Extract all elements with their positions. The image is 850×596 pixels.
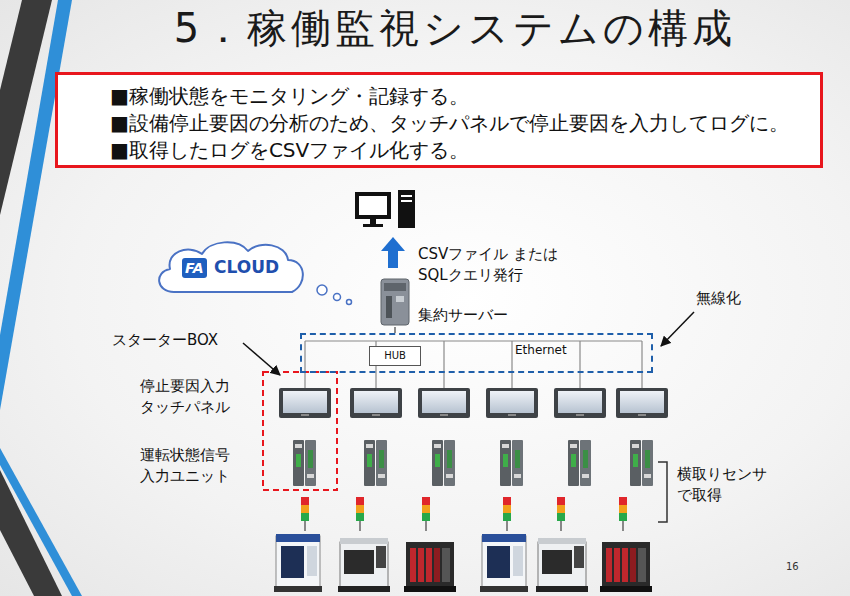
touch-panel	[554, 388, 606, 418]
drop-line	[304, 341, 305, 388]
starter-box-outline	[263, 372, 337, 490]
callout-arrow	[661, 312, 694, 346]
page-number: 16	[786, 561, 816, 573]
signal-tower	[557, 497, 565, 531]
node-text: ■取得したログをCSVファイル化する。	[110, 137, 469, 163]
bus-line	[305, 340, 642, 341]
node-text: ■設備停止要因の分析のため、タッチパネルで停止要因を入力してログに。	[110, 110, 789, 136]
touch-panel	[418, 388, 470, 418]
plc-rack	[404, 542, 456, 592]
node-text: FA	[182, 258, 207, 278]
monitor	[357, 194, 389, 217]
cloud-shape	[159, 242, 303, 292]
drop-line	[641, 341, 642, 388]
node-text: CLOUD	[214, 257, 279, 277]
drop-line	[511, 341, 512, 388]
bracket	[658, 462, 667, 522]
signal-tower	[301, 497, 309, 531]
row-label: 停止要因入力 タッチパネル	[140, 376, 252, 418]
drive-slot	[401, 200, 412, 202]
server-device	[381, 279, 409, 325]
plc-rack	[600, 542, 652, 592]
node-text: ■稼働状態をモニタリング・記録する。	[110, 83, 469, 109]
input-unit	[630, 440, 653, 486]
server-port	[386, 296, 392, 318]
input-unit	[293, 440, 316, 486]
input-unit	[432, 440, 455, 486]
row-label: 運転状態信号 入力ユニット	[140, 445, 252, 487]
callout-text: スターターBOX	[112, 330, 252, 351]
network-cable	[394, 327, 396, 333]
slide-title: 5．稼働監視システムの構成	[60, 2, 850, 54]
bubble	[334, 294, 341, 301]
signal-tower	[356, 497, 364, 531]
node-text: HUB	[370, 348, 420, 364]
drop-line	[443, 341, 444, 388]
input-unit	[364, 440, 387, 486]
arrow-head	[381, 237, 405, 251]
pc-tower	[398, 190, 415, 228]
monitor-stand	[370, 219, 376, 224]
data-output-note: CSVファイル または SQLクエリ発行	[418, 244, 608, 286]
server-port	[396, 296, 404, 302]
touch-panel	[616, 388, 668, 418]
arrow-shaft	[388, 250, 398, 268]
stripe-blue	[0, 0, 72, 410]
node-text: Ethernet	[515, 342, 567, 358]
bubble	[347, 300, 352, 305]
upload-arrow	[381, 237, 405, 268]
machining-center	[274, 534, 322, 592]
signal-tower	[619, 497, 627, 531]
stripe-blue	[0, 448, 82, 596]
stripe-dark	[0, 470, 62, 596]
monitor-base	[363, 224, 383, 227]
node-text: 集約サーバー	[418, 305, 508, 325]
input-unit	[500, 440, 523, 486]
callout-text: 無線化	[696, 288, 766, 309]
signal-tower	[503, 497, 511, 531]
server-box: 集約サーバー	[378, 280, 508, 327]
touch-panel	[350, 388, 402, 418]
server-body	[381, 279, 409, 325]
lathe-machine	[536, 538, 588, 592]
lan-wiring	[305, 341, 642, 388]
ethernet-band: Ethernet HUB	[300, 333, 653, 373]
machining-center	[480, 534, 528, 592]
server-top	[384, 283, 406, 291]
callout-arrow	[243, 343, 280, 375]
hub-box: HUB	[369, 346, 421, 366]
input-unit	[568, 440, 591, 486]
equipment-row	[274, 388, 668, 592]
touch-panel	[486, 388, 538, 418]
cloud-box: FA CLOUD	[152, 236, 310, 298]
bracket-note: 横取りセンサ で取得	[677, 464, 787, 506]
drop-line	[579, 341, 580, 388]
drive-slot	[401, 195, 412, 197]
pc-icon	[357, 190, 415, 228]
touch-panel	[279, 388, 331, 418]
lathe-machine	[338, 538, 390, 592]
bubble	[317, 285, 327, 295]
requirement-box: ■稼働状態をモニタリング・記録する。■設備停止要因の分析のため、タッチパネルで停…	[55, 72, 823, 168]
thought-bubbles	[317, 285, 352, 305]
signal-tower	[422, 497, 430, 531]
